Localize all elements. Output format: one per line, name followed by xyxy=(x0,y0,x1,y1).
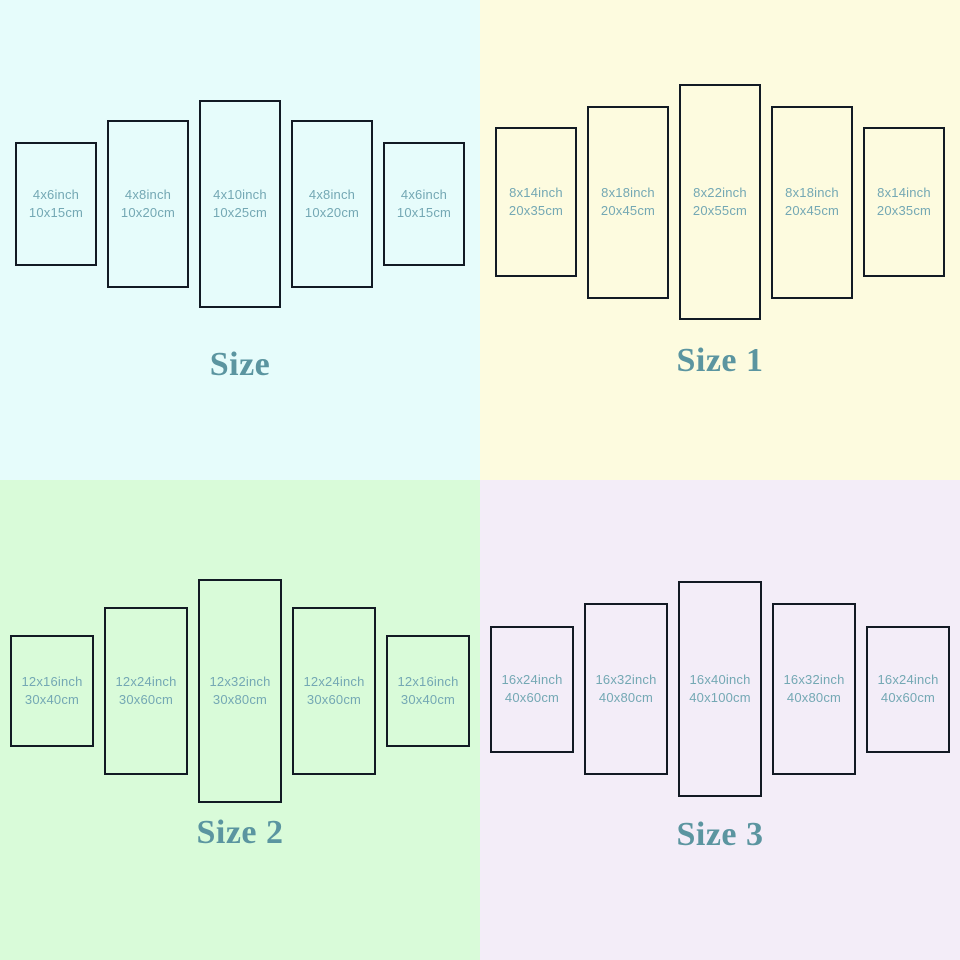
quadrant-size-3: 16x24inch 40x60cm 16x32inch 40x80cm 16x4… xyxy=(480,480,960,960)
panel-5-label: 12x16inch 30x40cm xyxy=(397,673,458,709)
panel-5-inch: 8x14inch xyxy=(877,185,931,200)
panel-4: 16x32inch 40x80cm xyxy=(772,603,856,775)
panel-row-size-1: 8x14inch 20x35cm 8x18inch 20x45cm 8x22in… xyxy=(480,0,960,404)
quadrant-title-size-2: Size 2 xyxy=(196,814,284,851)
panel-5-inch: 12x16inch xyxy=(397,674,459,689)
panel-2-inch: 12x24inch xyxy=(115,674,177,689)
panel-4-inch: 16x32inch xyxy=(783,672,845,687)
panel-4-label: 8x18inch 20x45cm xyxy=(785,184,839,220)
panel-4: 12x24inch 30x60cm xyxy=(292,607,376,775)
panel-1-label: 16x24inch 40x60cm xyxy=(501,671,562,707)
panel-1: 16x24inch 40x60cm xyxy=(490,625,574,753)
panel-2: 16x32inch 40x80cm xyxy=(584,603,668,775)
quadrant-size-1: 8x14inch 20x35cm 8x18inch 20x45cm 8x22in… xyxy=(480,0,960,480)
panel-5-inch: 4x6inch xyxy=(400,187,448,202)
panel-3-label: 12x32inch 30x80cm xyxy=(209,673,270,709)
panel-2-inch: 4x8inch xyxy=(124,187,172,202)
panel-3: 12x32inch 30x80cm xyxy=(198,579,282,803)
quadrant-title-size: Size xyxy=(209,346,271,383)
panel-4-label: 4x8inch 10x20cm xyxy=(305,186,359,222)
panel-4-cm: 40x80cm xyxy=(786,690,842,705)
panel-1-label: 8x14inch 20x35cm xyxy=(509,184,563,220)
panel-1-cm: 30x40cm xyxy=(24,692,80,707)
panel-5: 12x16inch 30x40cm xyxy=(386,635,470,747)
panel-1-cm: 40x60cm xyxy=(504,690,560,705)
panel-2-label: 4x8inch 10x20cm xyxy=(121,186,175,222)
panel-4: 8x18inch 20x45cm xyxy=(771,105,853,299)
panel-2-label: 16x32inch 40x80cm xyxy=(595,671,656,707)
quadrant-size-2: 12x16inch 30x40cm 12x24inch 30x60cm 12x3… xyxy=(0,480,480,960)
quadrant-title-size-1: Size 1 xyxy=(676,342,764,379)
panel-2-label: 12x24inch 30x60cm xyxy=(115,673,176,709)
panel-1: 8x14inch 20x35cm xyxy=(495,127,577,277)
panel-4-label: 16x32inch 40x80cm xyxy=(783,671,844,707)
panel-5-cm: 10x15cm xyxy=(396,205,452,220)
panel-4-inch: 12x24inch xyxy=(303,674,365,689)
panel-3: 8x22inch 20x55cm xyxy=(679,84,761,320)
panel-2-inch: 16x32inch xyxy=(595,672,657,687)
panel-4: 4x8inch 10x20cm xyxy=(291,120,373,288)
panel-3-inch: 8x22inch xyxy=(693,185,747,200)
panel-1-inch: 8x14inch xyxy=(509,185,563,200)
panel-5-cm: 40x60cm xyxy=(880,690,936,705)
panel-4-cm: 30x60cm xyxy=(306,692,362,707)
panel-2-label: 8x18inch 20x45cm xyxy=(601,184,655,220)
panel-5-label: 16x24inch 40x60cm xyxy=(877,671,938,707)
panel-5: 8x14inch 20x35cm xyxy=(863,127,945,277)
panel-5-cm: 30x40cm xyxy=(400,692,456,707)
panel-1-inch: 16x24inch xyxy=(501,672,563,687)
panel-2: 4x8inch 10x20cm xyxy=(107,120,189,288)
panel-3: 4x10inch 10x25cm xyxy=(199,100,281,308)
panel-3-cm: 30x80cm xyxy=(212,692,268,707)
panel-5: 4x6inch 10x15cm xyxy=(383,142,465,266)
panel-1-cm: 20x35cm xyxy=(508,203,564,218)
panel-row-size-2: 12x16inch 30x40cm 12x24inch 30x60cm 12x3… xyxy=(0,480,480,902)
panel-2: 12x24inch 30x60cm xyxy=(104,607,188,775)
panel-2-cm: 30x60cm xyxy=(118,692,174,707)
panel-2-inch: 8x18inch xyxy=(601,185,655,200)
panel-3: 16x40inch 40x100cm xyxy=(678,581,762,797)
panel-3-label: 8x22inch 20x55cm xyxy=(693,184,747,220)
panel-4-label: 12x24inch 30x60cm xyxy=(303,673,364,709)
panel-2-cm: 20x45cm xyxy=(600,203,656,218)
panel-5-cm: 20x35cm xyxy=(876,203,932,218)
panel-4-cm: 20x45cm xyxy=(784,203,840,218)
panel-5-label: 4x6inch 10x15cm xyxy=(397,186,451,222)
panel-5-inch: 16x24inch xyxy=(877,672,939,687)
panel-5: 16x24inch 40x60cm xyxy=(866,625,950,753)
panel-3-inch: 12x32inch xyxy=(209,674,271,689)
panel-4-inch: 8x18inch xyxy=(785,185,839,200)
panel-4-cm: 10x20cm xyxy=(304,205,360,220)
panel-3-inch: 16x40inch xyxy=(689,672,751,687)
panel-2: 8x18inch 20x45cm xyxy=(587,105,669,299)
quadrant-size: 4x6inch 10x15cm 4x8inch 10x20cm 4x10inch… xyxy=(0,0,480,480)
panel-1-inch: 4x6inch xyxy=(32,187,80,202)
panel-3-label: 4x10inch 10x25cm xyxy=(213,186,267,222)
panel-5-label: 8x14inch 20x35cm xyxy=(877,184,931,220)
panel-3-inch: 4x10inch xyxy=(213,187,267,202)
panel-1: 12x16inch 30x40cm xyxy=(10,635,94,747)
quadrant-title-size-3: Size 3 xyxy=(676,816,764,853)
panel-1: 4x6inch 10x15cm xyxy=(15,142,97,266)
panel-1-label: 4x6inch 10x15cm xyxy=(29,186,83,222)
panel-row-size: 4x6inch 10x15cm 4x8inch 10x20cm 4x10inch… xyxy=(0,0,480,408)
panel-2-cm: 40x80cm xyxy=(598,690,654,705)
panel-1-label: 12x16inch 30x40cm xyxy=(21,673,82,709)
panel-4-inch: 4x8inch xyxy=(308,187,356,202)
panel-1-inch: 12x16inch xyxy=(21,674,83,689)
panel-3-cm: 10x25cm xyxy=(212,205,268,220)
panel-3-cm: 40x100cm xyxy=(689,690,751,705)
panel-row-size-3: 16x24inch 40x60cm 16x32inch 40x80cm 16x4… xyxy=(480,480,960,898)
panel-3-cm: 20x55cm xyxy=(692,203,748,218)
panel-2-cm: 10x20cm xyxy=(120,205,176,220)
panel-3-label: 16x40inch 40x100cm xyxy=(689,671,751,707)
panel-1-cm: 10x15cm xyxy=(28,205,84,220)
